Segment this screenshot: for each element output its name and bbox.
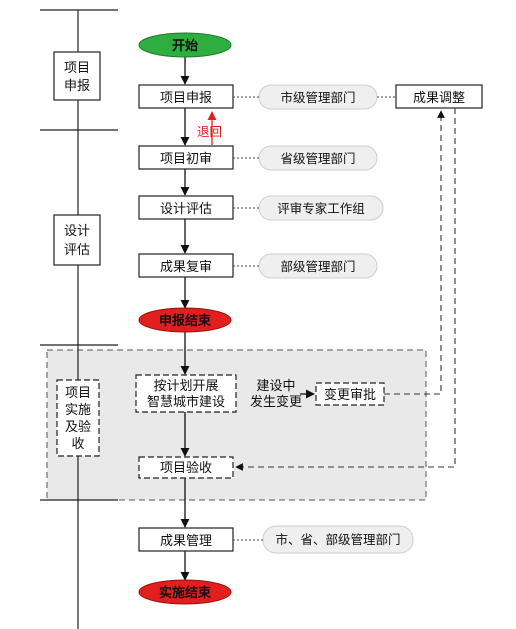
node-build: 按计划开展 智慧城市建设 [135,374,237,413]
initial-review-label: 项目初审 [160,152,212,167]
project-accept-label: 项目验收 [160,460,212,476]
dept-connectors [233,96,396,541]
dept-city-label: 市级管理部门 [280,90,355,105]
node-project-accept: 项目验收 [138,456,234,479]
swimlane-guides [40,9,118,629]
implementation-zone [46,349,427,501]
result-adjust-label: 成果调整 [413,91,465,106]
lane-impl-line3: 及验 [65,419,91,435]
lane-apply-line2: 申报 [64,79,90,94]
build-line2: 智慧城市建设 [147,394,225,410]
project-apply-label: 项目申报 [160,91,212,106]
dept-province-label: 省级管理部门 [280,151,355,166]
lane-label-implement: 项目 实施 及验 收 [56,379,100,457]
start-label: 开始 [172,38,198,54]
dept-all: 市、省、部级管理部门 [262,525,414,554]
node-result-adjust: 成果调整 [395,84,483,109]
result-recheck-label: 成果复审 [160,260,212,275]
start-node: 开始 [138,32,232,58]
lane-design-line1: 设计 [64,224,90,239]
dept-expert: 评审专家工作组 [258,195,384,221]
apply-end-ellipse [138,307,232,333]
impl-end-node: 实施结束 [138,579,232,605]
dept-ministry: 部级管理部门 [258,253,378,279]
dept-ministry-label: 部级管理部门 [280,259,355,274]
impl-end-label: 实施结束 [159,585,212,601]
apply-end-node: 申报结束 [138,307,232,333]
dept-province: 省级管理部门 [258,145,378,171]
lane-label-apply: 项目 申报 [53,51,101,101]
design-eval-label: 设计评估 [160,202,212,217]
lane-apply-line1: 项目 [64,61,90,76]
dept-expert-label: 评审专家工作组 [277,201,365,216]
apply-end-label: 申报结束 [159,313,212,329]
node-design-eval: 设计评估 [138,195,234,220]
lane-impl-line1: 项目 [65,386,91,401]
lane-label-design: 设计 评估 [53,214,101,266]
lane-design-line2: 评估 [64,243,90,258]
return-label: 退回 [197,124,222,139]
change-label-line1: 建设中 [256,379,295,394]
node-result-manage: 成果管理 [138,527,234,552]
node-change-approval: 变更审批 [315,382,385,406]
node-project-apply: 项目申报 [138,84,234,109]
lane-impl-line4: 收 [71,437,84,452]
impl-end-ellipse [138,579,232,605]
result-manage-label: 成果管理 [160,534,212,549]
lane-impl-line2: 实施 [65,403,91,418]
change-approval-label: 变更审批 [324,387,376,403]
dept-city: 市级管理部门 [258,84,378,110]
dept-all-label: 市、省、部级管理部门 [275,532,400,547]
start-ellipse [138,32,232,58]
change-label-line2: 发生变更 [250,394,302,410]
build-line1: 按计划开展 [153,379,218,394]
node-result-recheck: 成果复审 [138,253,234,278]
feedback-loops [235,108,456,471]
node-initial-review: 项目初审 [138,145,234,170]
